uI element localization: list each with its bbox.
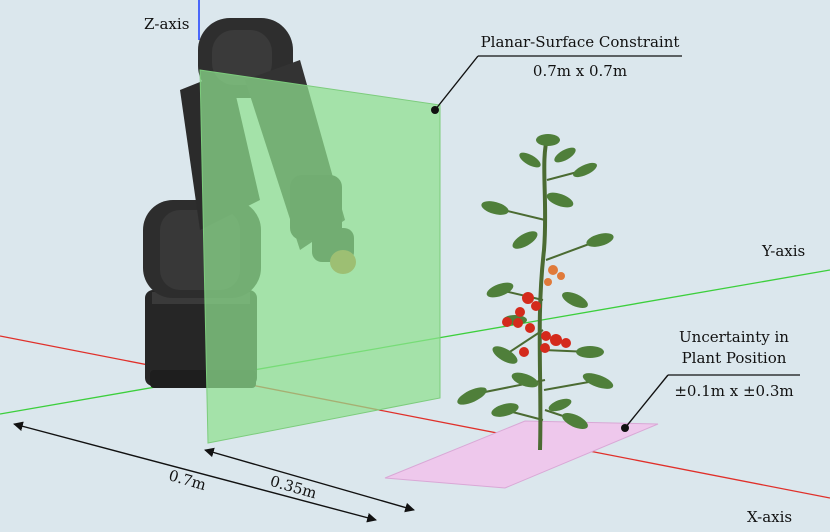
constraint-plane xyxy=(199,69,441,444)
dimension-arrow-inner xyxy=(204,447,415,513)
constraint-size: 0.7m x 0.7m xyxy=(533,62,627,80)
constraint-leader-dot xyxy=(431,106,439,114)
constraint-leader xyxy=(434,55,479,111)
uncertainty-region xyxy=(384,420,659,489)
tomato-plant-icon xyxy=(457,134,614,451)
x-axis-line xyxy=(0,335,830,499)
uncertainty-leader-dot xyxy=(621,424,629,432)
x-axis-label: X-axis xyxy=(747,508,792,526)
dimension-outer-label: 0.7m xyxy=(167,466,209,494)
uncertainty-label-line2: Plant Position xyxy=(682,349,787,367)
z-axis-label: Z-axis xyxy=(144,15,189,33)
y-axis-label: Y-axis xyxy=(761,242,805,260)
constraint-title: Planar-Surface Constraint xyxy=(481,33,680,51)
uncertainty-label-line1: Uncertainty in xyxy=(679,328,789,346)
uncertainty-leader xyxy=(624,374,669,429)
uncertainty-size: ±0.1m x ±0.3m xyxy=(674,382,793,400)
